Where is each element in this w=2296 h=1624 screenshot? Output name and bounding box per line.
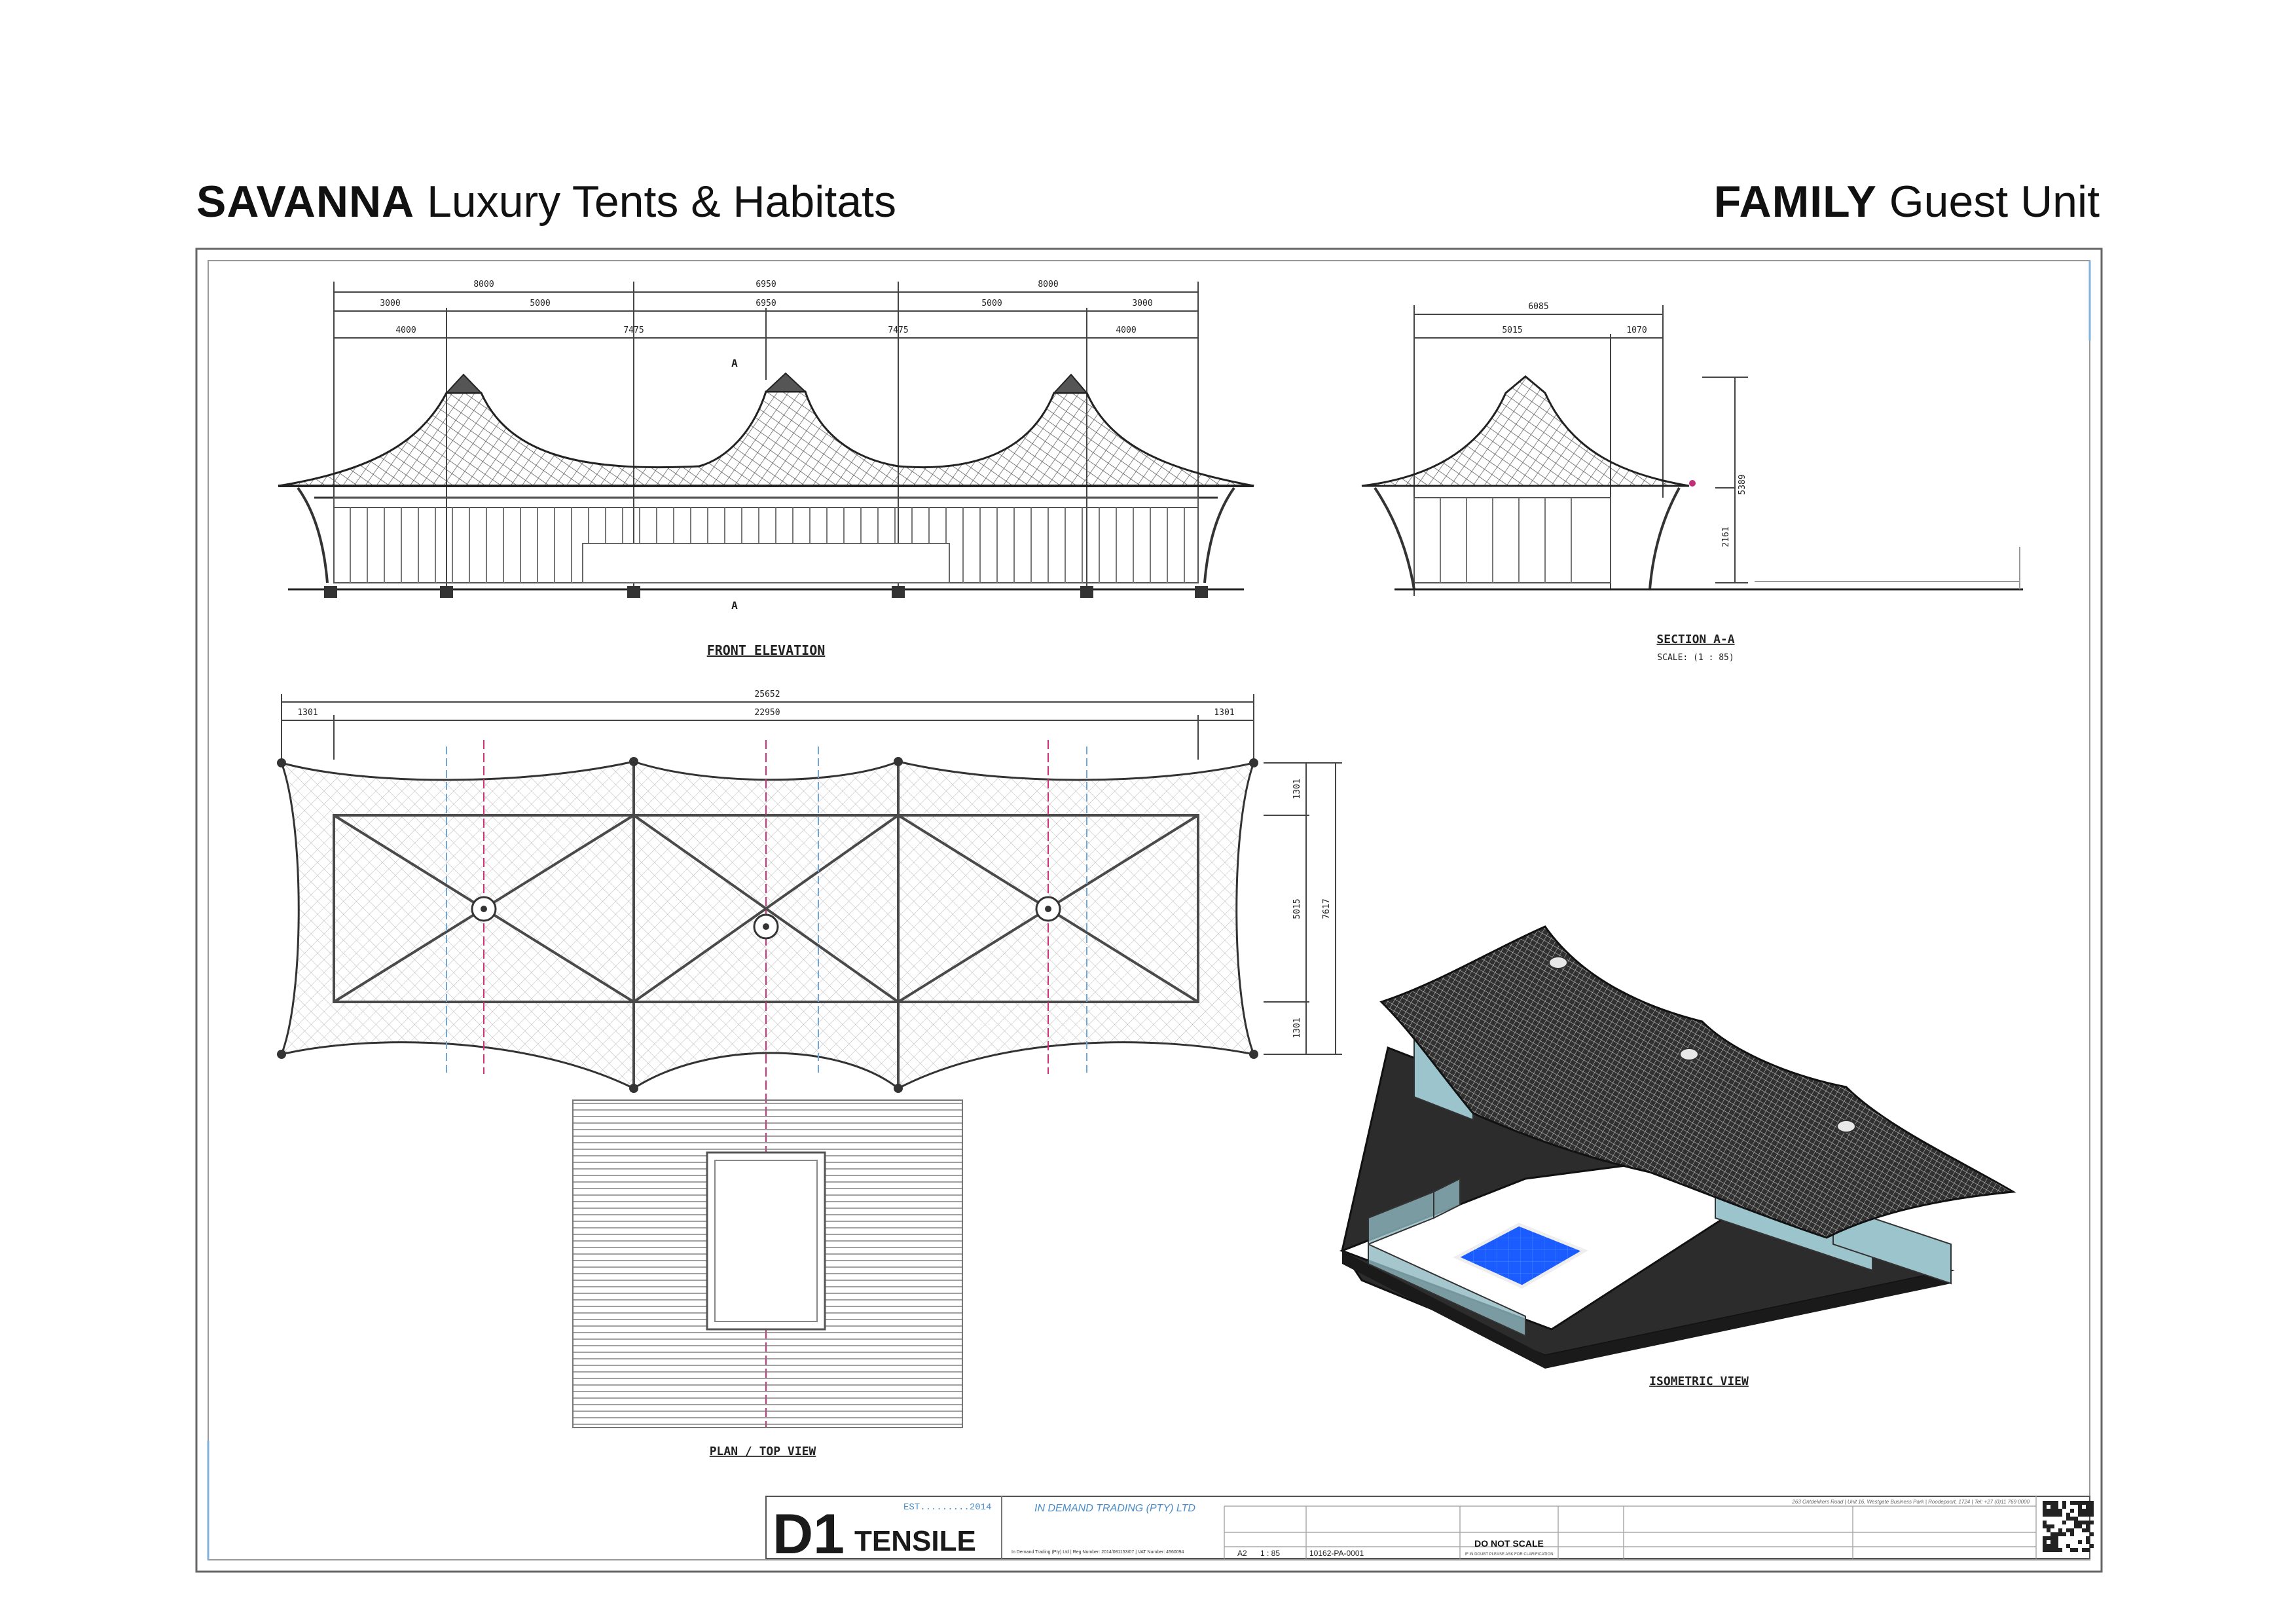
dim-label: 5000: [530, 299, 550, 308]
dim-label: 4000: [1116, 325, 1136, 335]
dim-label: 7617: [1322, 898, 1332, 919]
dim-label: 1070: [1626, 325, 1647, 335]
dim-label: 1301: [1292, 1018, 1302, 1038]
drawing-scale: 1 : 85: [1260, 1549, 1280, 1558]
svg-text:TENSILE: TENSILE: [854, 1525, 976, 1557]
dim-label: 4000: [395, 325, 416, 335]
company-name: IN DEMAND TRADING (PTY) LTD: [1034, 1503, 1195, 1514]
do-not-scale-note: IF IN DOUBT PLEASE ASK FOR CLARIFICATION: [1465, 1553, 1553, 1557]
d1-tensile-logo: D1 TENSILE EST.........2014: [773, 1502, 991, 1566]
dim-label: 7475: [623, 325, 644, 335]
unit-name: FAMILY: [1713, 177, 1877, 227]
svg-text:D1: D1: [773, 1503, 845, 1566]
brand-name: SAVANNA: [196, 177, 415, 227]
section-scale: SCALE: (1 : 85): [1657, 653, 1734, 663]
dim-label: 5389: [1738, 474, 1747, 494]
header-left: SAVANNA Luxury Tents & Habitats: [196, 175, 896, 228]
section-marker-top: A: [731, 357, 738, 369]
dim-label: 2161: [1721, 526, 1731, 547]
section-roof: [1361, 375, 1690, 487]
iso-pool: [1453, 1223, 1588, 1289]
front-elevation: 8000 6950 8000 3000 5000 6950 5000 3000 …: [278, 280, 1254, 658]
dim-label: 1301: [297, 708, 318, 718]
section-title: SECTION A-A: [1656, 633, 1734, 646]
company-address: 263 Ontdekkers Road | Unit 16, Westgate …: [1791, 1499, 2030, 1505]
dim-label: 6950: [756, 280, 776, 289]
dim-label: 25652: [754, 690, 780, 699]
elevation-roof: [278, 390, 1254, 487]
elevation-title: FRONT ELEVATION: [707, 642, 826, 658]
drawing-number: 10162-PA-0001: [1309, 1549, 1364, 1558]
dim-label: 5015: [1502, 325, 1522, 335]
dim-label: 5000: [981, 299, 1002, 308]
sheet-size: A2: [1237, 1549, 1247, 1558]
section-marker-bottom: A: [731, 599, 738, 612]
dim-label: 5015: [1292, 898, 1302, 919]
section-a-a: 6085 5015 1070 5389 2161 SECTION A-A SCA…: [1361, 302, 2023, 663]
elevation-dimension-labels: 8000 6950 8000 3000 5000 6950 5000 3000 …: [380, 280, 1152, 612]
plan-title: PLAN / TOP VIEW: [710, 1445, 816, 1458]
elevation-dimension-lines: [333, 282, 1199, 589]
header-right: FAMILY Guest Unit: [1714, 175, 2100, 228]
sheet-border: [195, 248, 2103, 1573]
dim-label: 8000: [1038, 280, 1058, 289]
brand-subtitle: Luxury Tents & Habitats: [427, 177, 896, 227]
do-not-scale: DO NOT SCALE: [1474, 1538, 1544, 1549]
dim-label: 1301: [1292, 779, 1302, 799]
plan-view: 25652 22950 1301 1301 1301 5015 1301 761…: [277, 690, 1342, 1458]
iso-canopy: [1379, 925, 2016, 1239]
isometric-title: ISOMETRIC VIEW: [1649, 1375, 1749, 1388]
unit-subtitle: Guest Unit: [1889, 177, 2100, 227]
dim-label: 8000: [473, 280, 494, 289]
plan-pool: [706, 1151, 826, 1331]
svg-text:EST.........2014: EST.........2014: [903, 1502, 991, 1513]
dim-label: 3000: [1132, 299, 1152, 308]
dim-label: 22950: [754, 708, 780, 718]
dim-label: 6950: [756, 299, 776, 308]
isometric-view: ISOMETRIC VIEW: [1339, 925, 2016, 1388]
qr-code: [2043, 1501, 2094, 1552]
dim-label: 6085: [1528, 302, 1548, 312]
dim-label: 3000: [380, 299, 400, 308]
dim-label: 1301: [1214, 708, 1234, 718]
dim-label: 7475: [888, 325, 908, 335]
title-block: D1 TENSILE EST.........2014 IN DEMAND TR…: [765, 1496, 2094, 1566]
company-registration: In Demand Trading (Pty) Ltd | Reg Number…: [1011, 1550, 1184, 1555]
